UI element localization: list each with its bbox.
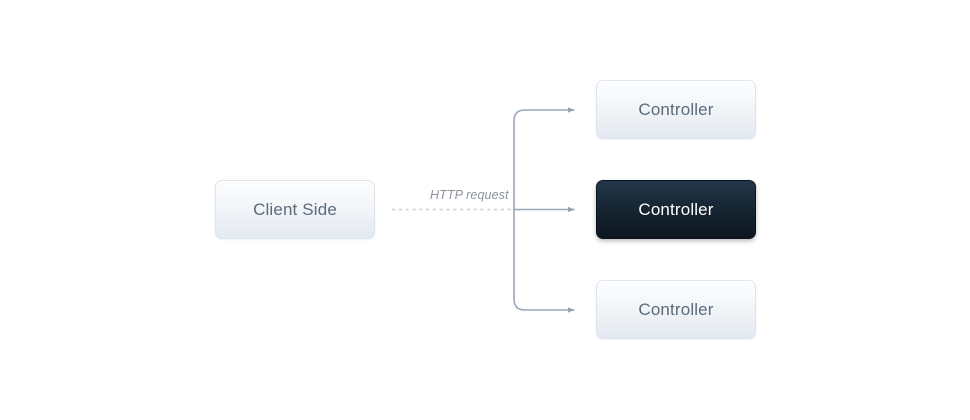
node-controller-bottom[interactable]: Controller [596,280,756,339]
node-client-side[interactable]: Client Side [215,180,375,239]
node-controller-middle[interactable]: Controller [596,180,756,239]
node-controller-middle-label: Controller [638,199,714,219]
node-controller-bottom-label: Controller [638,299,714,319]
edge-branch-bottom [513,209,575,313]
edge-label-http-request: HTTP request [430,188,509,202]
node-controller-top-label: Controller [638,99,714,119]
node-client-side-label: Client Side [253,199,337,219]
node-controller-top[interactable]: Controller [596,80,756,139]
edge-branch-top [513,107,575,211]
